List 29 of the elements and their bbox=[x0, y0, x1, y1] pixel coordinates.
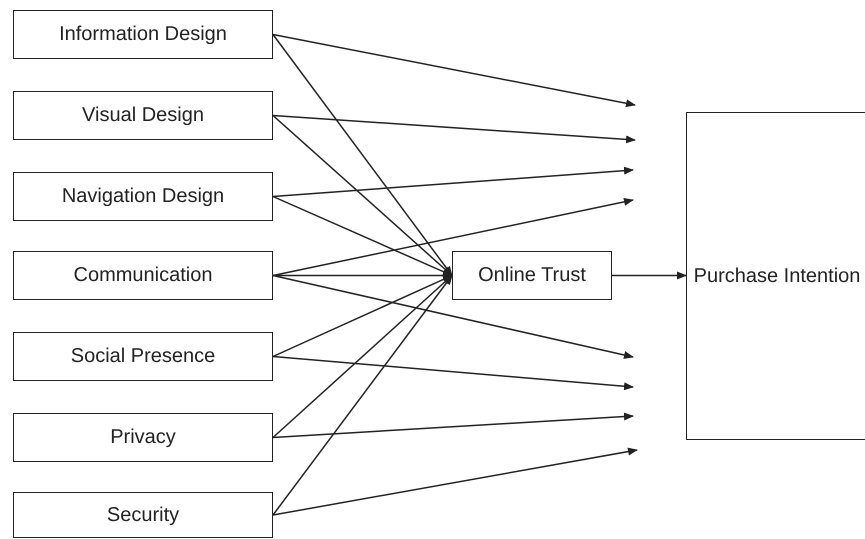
box-label: Communication bbox=[74, 264, 212, 287]
arrow bbox=[272, 274, 453, 516]
process-box bbox=[13, 91, 273, 140]
arrow bbox=[272, 274, 634, 359]
box-label: Information Design bbox=[59, 23, 227, 46]
process-box bbox=[13, 413, 273, 462]
arrow bbox=[272, 166, 634, 198]
arrow bbox=[272, 198, 634, 276]
process-box bbox=[13, 172, 273, 221]
arrow bbox=[272, 34, 453, 276]
box-label: Security bbox=[106, 504, 180, 526]
arrow bbox=[272, 412, 634, 438]
arrow bbox=[272, 34, 636, 108]
process-box bbox=[13, 10, 273, 59]
box-label: Social Presence bbox=[70, 345, 216, 368]
arrow bbox=[612, 272, 687, 280]
process-box bbox=[13, 332, 273, 381]
box-label: Online Trust bbox=[478, 264, 586, 287]
process-box bbox=[686, 112, 865, 440]
box-label: Navigation Design bbox=[62, 185, 224, 208]
box-label: Purchase Intention bbox=[694, 264, 860, 288]
process-box bbox=[13, 492, 273, 538]
box-label: Visual Design bbox=[82, 104, 204, 127]
process-box bbox=[452, 251, 612, 300]
arrow bbox=[272, 356, 634, 390]
box-label: Privacy bbox=[110, 426, 176, 449]
arrow bbox=[272, 448, 638, 516]
process-box bbox=[13, 251, 273, 300]
arrow bbox=[272, 114, 636, 144]
